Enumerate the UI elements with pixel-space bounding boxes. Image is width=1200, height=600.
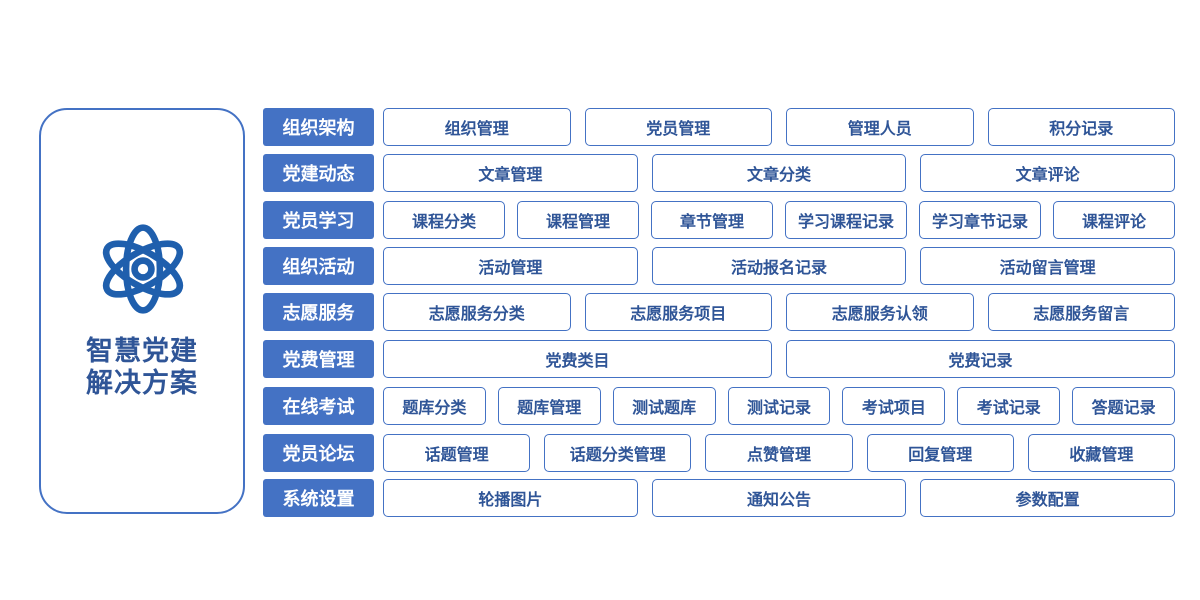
- module-items: 党费类目 党费记录: [383, 340, 1175, 378]
- module-item[interactable]: 收藏管理: [1027, 434, 1176, 472]
- category-label: 组织架构: [263, 108, 374, 146]
- module-items: 轮播图片 通知公告 参数配置: [383, 479, 1176, 517]
- category-label: 党员学习: [263, 201, 374, 239]
- module-item[interactable]: 测试记录: [727, 387, 831, 425]
- module-item[interactable]: 考试项目: [842, 387, 946, 425]
- solution-title-line1: 智慧党建: [86, 336, 198, 367]
- module-item[interactable]: 题库分类: [383, 387, 486, 425]
- module-item[interactable]: 积分记录: [987, 108, 1175, 146]
- module-item[interactable]: 文章分类: [651, 154, 907, 192]
- module-item[interactable]: 党费类目: [383, 340, 772, 378]
- module-item[interactable]: 党费记录: [786, 340, 1175, 378]
- module-items: 志愿服务分类 志愿服务项目 志愿服务认领 志愿服务留言: [383, 293, 1175, 331]
- module-item[interactable]: 测试题库: [612, 387, 716, 425]
- category-label: 党费管理: [263, 340, 374, 378]
- module-row: 系统设置 轮播图片 通知公告 参数配置: [263, 479, 1176, 517]
- module-item[interactable]: 志愿服务留言: [987, 293, 1175, 331]
- category-label: 组织活动: [263, 247, 374, 285]
- module-item[interactable]: 学习章节记录: [919, 201, 1041, 239]
- module-items: 题库分类 题库管理 测试题库 测试记录 考试项目 考试记录 答题记录: [383, 387, 1176, 425]
- module-item[interactable]: 文章评论: [920, 154, 1176, 192]
- module-row: 党建动态 文章管理 文章分类 文章评论: [263, 154, 1176, 192]
- module-row: 党员论坛 话题管理 话题分类管理 点赞管理 回复管理 收藏管理: [263, 434, 1176, 472]
- module-item[interactable]: 答题记录: [1072, 387, 1176, 425]
- module-item[interactable]: 课程分类: [383, 201, 505, 239]
- module-item[interactable]: 学习课程记录: [785, 201, 907, 239]
- category-label: 在线考试: [263, 387, 374, 425]
- module-item[interactable]: 题库管理: [497, 387, 601, 425]
- module-row: 组织活动 活动管理 活动报名记录 活动留言管理: [263, 247, 1176, 285]
- category-label: 党员论坛: [263, 434, 374, 472]
- module-item[interactable]: 志愿服务项目: [584, 293, 772, 331]
- module-items: 话题管理 话题分类管理 点赞管理 回复管理 收藏管理: [383, 434, 1176, 472]
- module-item[interactable]: 话题管理: [383, 434, 531, 472]
- module-item[interactable]: 参数配置: [920, 479, 1176, 517]
- module-row: 在线考试 题库分类 题库管理 测试题库 测试记录 考试项目 考试记录 答题记录: [263, 387, 1176, 425]
- module-item[interactable]: 活动管理: [383, 247, 638, 285]
- module-item[interactable]: 轮播图片: [383, 479, 638, 517]
- module-item[interactable]: 点赞管理: [705, 434, 853, 472]
- module-item[interactable]: 管理人员: [786, 108, 974, 146]
- category-label: 志愿服务: [263, 293, 374, 331]
- module-item[interactable]: 通知公告: [651, 479, 907, 517]
- module-item[interactable]: 考试记录: [957, 387, 1061, 425]
- module-item[interactable]: 活动留言管理: [920, 247, 1176, 285]
- module-items: 组织管理 党员管理 管理人员 积分记录: [383, 108, 1175, 146]
- module-item[interactable]: 课程评论: [1053, 201, 1175, 239]
- atom-logo-icon: [102, 224, 184, 314]
- module-row: 志愿服务 志愿服务分类 志愿服务项目 志愿服务认领 志愿服务留言: [263, 293, 1175, 331]
- module-items: 文章管理 文章分类 文章评论: [383, 154, 1176, 192]
- solution-title-line2: 解决方案: [86, 368, 198, 399]
- module-item[interactable]: 章节管理: [651, 201, 773, 239]
- module-item[interactable]: 文章管理: [383, 154, 638, 192]
- category-label: 系统设置: [263, 479, 374, 517]
- category-label: 党建动态: [263, 154, 374, 192]
- module-items: 课程分类 课程管理 章节管理 学习课程记录 学习章节记录 课程评论: [383, 201, 1175, 239]
- module-item[interactable]: 活动报名记录: [651, 247, 907, 285]
- solution-title: 智慧党建 解决方案: [41, 336, 243, 400]
- module-row: 党员学习 课程分类 课程管理 章节管理 学习课程记录 学习章节记录 课程评论: [263, 201, 1175, 239]
- module-row: 党费管理 党费类目 党费记录: [263, 340, 1175, 378]
- module-item[interactable]: 回复管理: [866, 434, 1014, 472]
- solution-card: 智慧党建 解决方案: [39, 108, 245, 514]
- module-item[interactable]: 话题分类管理: [544, 434, 692, 472]
- module-item[interactable]: 组织管理: [383, 108, 571, 146]
- module-row: 组织架构 组织管理 党员管理 管理人员 积分记录: [263, 108, 1175, 146]
- module-item[interactable]: 课程管理: [517, 201, 639, 239]
- module-item[interactable]: 党员管理: [584, 108, 772, 146]
- module-item[interactable]: 志愿服务分类: [383, 293, 571, 331]
- module-item[interactable]: 志愿服务认领: [786, 293, 974, 331]
- module-items: 活动管理 活动报名记录 活动留言管理: [383, 247, 1176, 285]
